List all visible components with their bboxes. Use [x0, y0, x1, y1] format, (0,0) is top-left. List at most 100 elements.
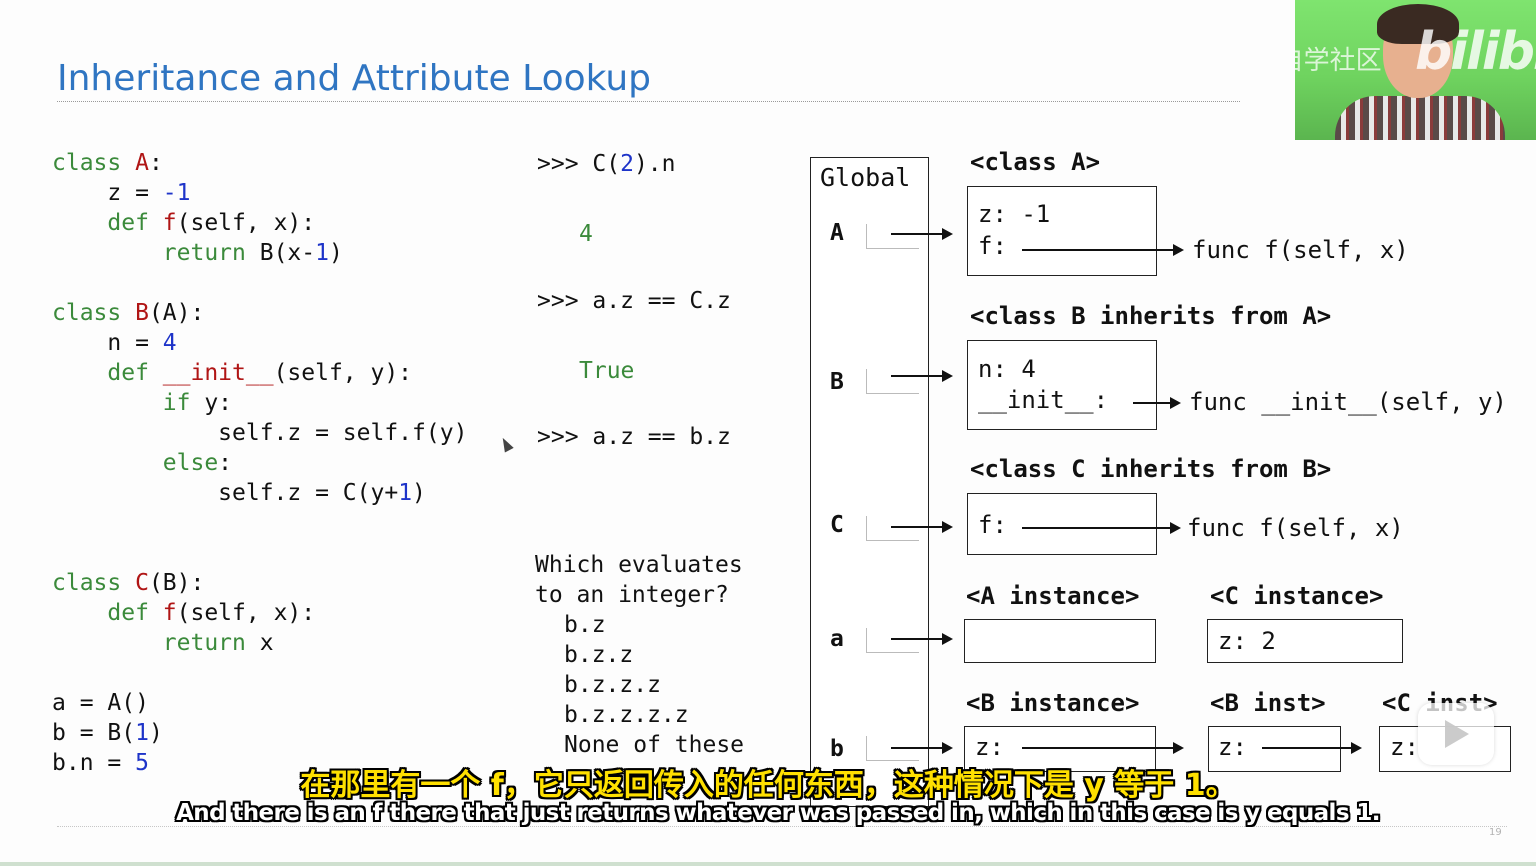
code-token: z = — [52, 180, 163, 206]
code-line — [52, 658, 467, 688]
code-token: class — [52, 570, 136, 596]
repl-query-1: >>> C(2).n — [537, 149, 676, 179]
subtitle-chinese: 在那里有一个 f，它只返回传入的任何东西，这种情况下是 y 等于 1。 — [300, 768, 1236, 803]
global-var-b: b — [830, 736, 844, 762]
footer-divider — [57, 826, 1507, 827]
code-token: : — [218, 450, 233, 476]
code-token: 4 — [162, 330, 177, 356]
code-token: B(x- — [259, 240, 316, 266]
repl-query-1-suffix: ).n — [633, 151, 676, 177]
code-token: f — [162, 210, 177, 236]
code-token: (self, x): — [176, 600, 316, 626]
presenter-shirt — [1335, 96, 1505, 140]
quiz-option: b.z.z.z — [564, 672, 661, 698]
code-token: (B): — [148, 570, 205, 596]
code-token: (self, x): — [176, 210, 316, 236]
code-token: n = — [52, 330, 163, 356]
c-instance-z: z: 2 — [1218, 627, 1276, 655]
code-line: else: — [52, 448, 467, 478]
video-frame-edge — [0, 862, 1536, 866]
class-a-label: <class A> — [970, 148, 1101, 176]
code-line: return B(x-1) — [52, 238, 467, 268]
slide-title: Inheritance and Attribute Lookup — [57, 58, 652, 99]
code-token: 1 — [135, 720, 149, 746]
code-token: 5 — [135, 750, 149, 776]
class-c-box — [967, 493, 1157, 555]
community-watermark: CS自学社区 — [1295, 46, 1382, 76]
var-slot — [866, 516, 919, 541]
code-token: return — [52, 240, 260, 266]
code-line: n = 4 — [52, 328, 467, 358]
b-instance-box — [964, 726, 1156, 772]
class-c-func: func f(self, x) — [1187, 514, 1404, 542]
code-token: else — [52, 450, 219, 476]
code-line: a = A() — [52, 688, 467, 718]
class-b-n: n: 4 — [978, 355, 1036, 383]
code-token: a = A() — [52, 690, 149, 716]
webcam-overlay: CS自学社区 bilibili — [1295, 0, 1536, 140]
code-line: class C(B): — [52, 568, 467, 598]
code-token: 1 — [315, 240, 329, 266]
c-inst-z: z: — [1390, 733, 1419, 761]
code-token: return — [52, 630, 260, 656]
code-token: C — [135, 570, 149, 596]
code-token: def — [52, 600, 163, 626]
global-frame — [810, 157, 929, 807]
pointer-arrow — [891, 370, 953, 382]
play-icon[interactable] — [1418, 703, 1494, 765]
pointer-arrow — [1133, 397, 1181, 409]
code-token: b.n = — [52, 750, 136, 776]
code-line: self.z = C(y+1) — [52, 478, 467, 508]
quiz-question: Which evaluates to an integer? b.z b.z.z… — [535, 550, 744, 760]
quiz-line-1: Which evaluates — [535, 552, 743, 578]
repl-query-1-prefix: >>> C( — [537, 151, 621, 177]
pointer-arrow — [1022, 244, 1184, 256]
class-b-box — [967, 340, 1157, 430]
code-token: 1 — [398, 480, 413, 506]
code-line — [52, 508, 467, 538]
b-instance-label: <B instance> — [966, 689, 1140, 717]
code-listing: class A: z = -1 def f(self, x): return B… — [52, 148, 467, 778]
pointer-arrow — [1022, 742, 1184, 754]
quiz-option: None of these — [564, 732, 745, 758]
page-number: 19 — [1489, 827, 1502, 838]
code-token: (A): — [148, 300, 205, 326]
repl-query-1-number: 2 — [620, 151, 634, 177]
var-slot — [866, 628, 919, 653]
repl-result-2: True — [579, 358, 635, 384]
pointer-arrow — [891, 228, 953, 240]
class-c-f: f: — [978, 511, 1007, 539]
pointer-arrow — [1262, 742, 1362, 754]
quiz-option: b.z — [564, 612, 606, 638]
code-line — [52, 538, 467, 568]
pointer-arrow — [891, 742, 953, 754]
class-b-init: __init__: — [978, 386, 1109, 414]
class-a-f: f: — [978, 232, 1007, 260]
code-token: A — [135, 150, 149, 176]
code-token: __init__ — [162, 360, 274, 386]
code-line: def f(self, x): — [52, 598, 467, 628]
pointer-arrow — [891, 521, 953, 533]
code-token: def — [52, 360, 163, 386]
repl-query-2: >>> a.z == C.z — [537, 288, 731, 314]
class-b-func: func __init__(self, y) — [1189, 388, 1507, 416]
quiz-option: b.z.z — [564, 642, 634, 668]
quiz-line-2: to an integer? — [535, 582, 729, 608]
code-line: self.z = self.f(y) — [52, 418, 467, 448]
code-token: -1 — [162, 180, 191, 206]
mouse-cursor-icon — [498, 435, 514, 453]
bilibili-logo-icon: bilibili — [1415, 22, 1536, 82]
class-b-label: <class B inherits from A> — [970, 302, 1332, 330]
code-token: class — [52, 150, 136, 176]
global-frame-label: Global — [820, 163, 911, 192]
code-line: b = B(1) — [52, 718, 467, 748]
b-inst-box — [1208, 726, 1341, 772]
code-token: def — [52, 210, 163, 236]
var-slot — [866, 736, 919, 761]
code-token: ) — [328, 240, 343, 266]
code-token: class — [52, 300, 136, 326]
class-c-label: <class C inherits from B> — [970, 455, 1332, 483]
code-token: if — [52, 390, 205, 416]
var-slot — [866, 224, 919, 249]
